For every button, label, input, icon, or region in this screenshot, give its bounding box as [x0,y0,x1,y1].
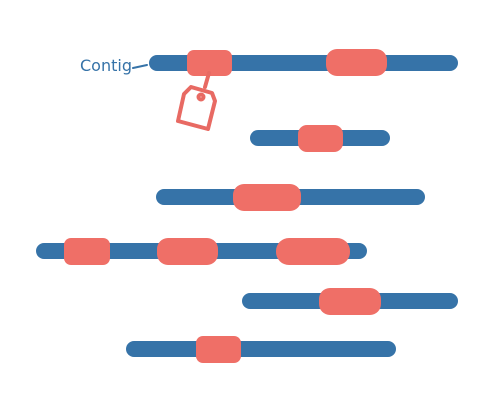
feature-block [319,288,381,315]
feature-block [276,238,350,265]
contig-1 [149,49,458,76]
contig-5 [242,288,458,315]
contig-label: Contig [80,56,132,75]
feature-block [298,125,343,152]
feature-block [233,184,301,211]
tag-icon [176,71,217,131]
feature-block [64,238,110,265]
contig-4 [36,238,367,265]
contig-6 [126,336,396,363]
feature-block [326,49,387,76]
label-pointer-line [132,64,148,69]
feature-block [196,336,241,363]
contig-3 [156,184,425,211]
feature-block [157,238,218,265]
feature-block [187,50,232,76]
contig-2 [250,125,390,152]
